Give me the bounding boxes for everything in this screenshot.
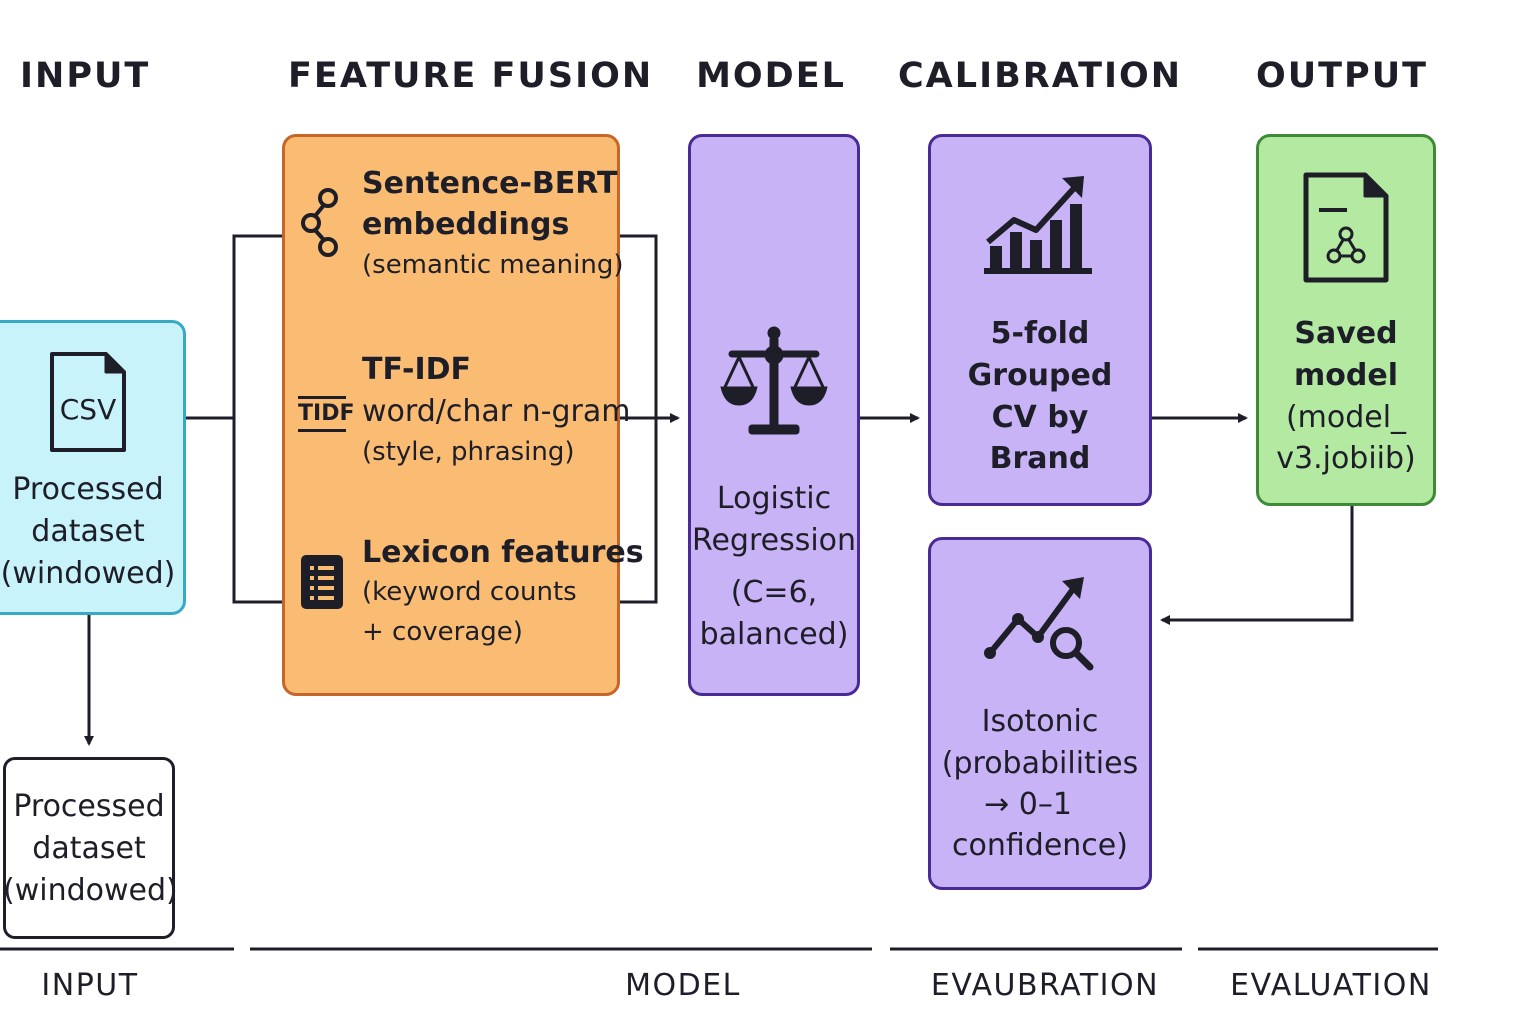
- input2-line-3: (windowed): [3, 873, 178, 908]
- lexicon-sub-2: + coverage): [362, 617, 523, 647]
- output-box: [1256, 134, 1436, 506]
- csv-icon-label: CSV: [59, 393, 117, 426]
- input-box: [0, 320, 186, 615]
- isotonic-box: [928, 537, 1152, 890]
- input-line-1: Processed: [12, 472, 164, 507]
- sbert-title-1: Sentence-BERT: [362, 166, 618, 201]
- footer-input: INPUT: [41, 968, 139, 1003]
- input2-line-2: dataset: [32, 831, 146, 866]
- sbert-subtitle: (semantic meaning): [362, 250, 624, 280]
- trend-search-icon: [984, 577, 1094, 671]
- header-input: INPUT: [20, 56, 151, 96]
- model-line-2: Regression: [691, 523, 857, 558]
- graph-nodes-icon: [301, 188, 338, 257]
- iso-line-2: (probabilities: [941, 746, 1139, 781]
- model-line-3: (C=6,: [730, 575, 818, 610]
- csv-file-icon: [50, 352, 126, 452]
- header-output: OUTPUT: [1256, 56, 1428, 96]
- output-line-2: model: [1294, 358, 1398, 393]
- lexicon-title: Lexicon features: [362, 535, 644, 570]
- iso-line-1: Isotonic: [981, 704, 1099, 739]
- cv-box: [928, 134, 1152, 506]
- iso-line-3: → 0–1: [984, 787, 1072, 822]
- cv-line-4: Brand: [989, 441, 1091, 476]
- cv-line-2: Grouped: [967, 358, 1113, 393]
- footer-model: MODEL: [625, 968, 741, 1003]
- iso-line-4: confidence): [952, 828, 1128, 863]
- footer-evaluation: EVALUATION: [1230, 968, 1432, 1003]
- model-line-1: Logistic: [716, 481, 832, 516]
- lexicon-sub-1: (keyword counts: [362, 577, 577, 607]
- output-line-1: Saved: [1294, 316, 1398, 351]
- tfidf-title-1: TF-IDF: [362, 352, 472, 387]
- tfidf-title-2: word/char n-gram: [362, 394, 631, 429]
- footer-evaubration: EVAUBRATION: [930, 968, 1160, 1003]
- cv-line-1: 5-fold: [990, 316, 1090, 351]
- list-icon: [301, 555, 343, 609]
- output-line-4: v3.jobiib): [1276, 441, 1416, 476]
- header-model: MODEL: [696, 56, 846, 96]
- tfidf-subtitle: (style, phrasing): [362, 437, 575, 467]
- tfidf-icon: TIDF: [298, 396, 354, 432]
- header-calibration: CALIBRATION: [898, 56, 1183, 96]
- output-line-3: (model_: [1285, 400, 1407, 435]
- input-line-3: (windowed): [0, 556, 176, 591]
- model-line-4: balanced): [699, 617, 849, 652]
- input2-line-1: Processed: [13, 789, 165, 824]
- cv-line-3: CV by: [991, 400, 1089, 435]
- growth-chart-icon: [984, 176, 1092, 274]
- header-feature-fusion: FEATURE FUSION: [288, 56, 654, 96]
- input-line-2: dataset: [31, 514, 145, 549]
- scale-icon: [720, 326, 828, 435]
- sbert-title-2: embeddings: [362, 207, 570, 242]
- model-file-icon: [1303, 172, 1389, 283]
- processed-dataset-box: [3, 757, 175, 939]
